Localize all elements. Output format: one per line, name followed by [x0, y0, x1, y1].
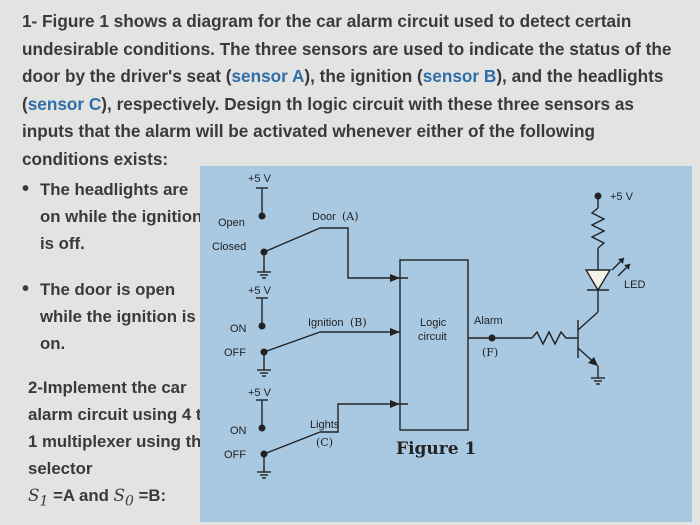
intro-text-4: ), respectively. Design th — [101, 93, 303, 114]
intro-text-1: 1- Figure 1 shows a diagram for the car … — [22, 11, 672, 86]
led-triangle — [584, 269, 612, 292]
lights-input-arrow — [390, 400, 400, 408]
question-intro: 1- Figure 1 shows a diagram for the car … — [22, 8, 682, 173]
alarm-label: Alarm — [474, 315, 503, 327]
bullet-dot: • — [22, 278, 30, 300]
logic-label-line1: Logic — [420, 317, 447, 329]
led-label: LED — [624, 279, 645, 291]
door-supply-label: +5 V — [248, 173, 272, 185]
led-resistor — [590, 207, 606, 249]
selector-s0-sub: 0 — [125, 493, 134, 510]
alarm-output-node — [488, 334, 496, 342]
alarm-tag: (F) — [482, 346, 498, 359]
intro-text-5: logic circuit with these three sensors a… — [22, 93, 634, 142]
ign-on-label: ON — [230, 323, 247, 335]
right-supply-terminal — [594, 192, 602, 200]
lights-off-label: OFF — [224, 449, 246, 461]
emitter-arrow — [588, 357, 598, 366]
door-open-terminal — [258, 212, 266, 220]
lights-off-terminal — [260, 450, 268, 458]
ign-off-label: OFF — [224, 347, 246, 359]
intro-text-2: ), the ignition ( — [304, 66, 423, 86]
ign-on-terminal — [258, 322, 266, 330]
ign-input-arrow — [390, 328, 400, 336]
condition-bullet-1: • The headlights are on while the igniti… — [22, 176, 212, 257]
logic-label-line2: circuit — [418, 331, 447, 343]
logic-circuit-block — [399, 259, 469, 431]
door-label: Door — [312, 211, 336, 223]
condition-2-text: The door is open while the ignition is o… — [40, 280, 196, 353]
condition-1-text: The headlights are on while the ignition… — [40, 180, 203, 253]
door-switch-arm — [263, 227, 321, 253]
door-closed-terminal — [260, 248, 268, 256]
selector-s1-value: =A and — [48, 486, 114, 505]
right-supply-label: +5 V — [610, 191, 634, 203]
led-ray-arrow-2 — [624, 264, 630, 270]
door-closed-label: Closed — [212, 241, 246, 253]
lights-supply-label: +5 V — [248, 387, 272, 399]
lights-switch-arm — [263, 431, 321, 455]
sensor-b-label: sensor B — [422, 66, 497, 86]
transistor-collector — [577, 311, 599, 331]
condition-bullet-2: • The door is open while the ignition is… — [22, 276, 212, 357]
lights-tag: (C) — [316, 436, 333, 449]
led-ray-arrow-1 — [618, 258, 624, 264]
selector-s1-sub: 1 — [39, 493, 49, 510]
ign-supply-label: +5 V — [248, 285, 272, 297]
door-input-arrow — [390, 274, 400, 282]
intro-text-3: ), and the headlights ( — [22, 66, 664, 114]
door-open-label: Open — [218, 217, 245, 229]
ign-switch-arm — [263, 331, 321, 353]
lights-on-label: ON — [230, 425, 247, 437]
lights-label: Lights — [310, 419, 340, 431]
selector-s1: S — [28, 485, 40, 505]
sensor-a-label: sensor A — [231, 66, 305, 86]
lights-wire — [320, 403, 408, 433]
door-tag: (A) — [342, 210, 359, 223]
selector-s0: S — [113, 485, 126, 505]
ign-off-terminal — [260, 348, 268, 356]
selector-s0-value: =B: — [133, 486, 167, 505]
door-wire — [320, 227, 408, 279]
circuit-schematic: +5 V Open Closed Door (A) +5 V ON OFF Ig… — [212, 173, 645, 479]
bullet-dot: • — [22, 178, 30, 200]
sensor-c-label: sensor C — [27, 93, 102, 114]
ign-tag: (B) — [350, 316, 367, 329]
base-resistor — [531, 330, 578, 346]
figure-1-diagram: +5 V Open Closed Door (A) +5 V ON OFF Ig… — [200, 166, 692, 522]
task-body: 2-Implement the car alarm circuit using … — [28, 378, 212, 478]
intro-text-6: that the alarm will be activated wheneve… — [22, 121, 596, 169]
ign-label: Ignition — [308, 317, 343, 329]
lights-on-terminal — [258, 424, 266, 432]
figure-caption: Figure 1 — [396, 439, 476, 459]
task-text: 2-Implement the car alarm circuit using … — [28, 374, 218, 515]
